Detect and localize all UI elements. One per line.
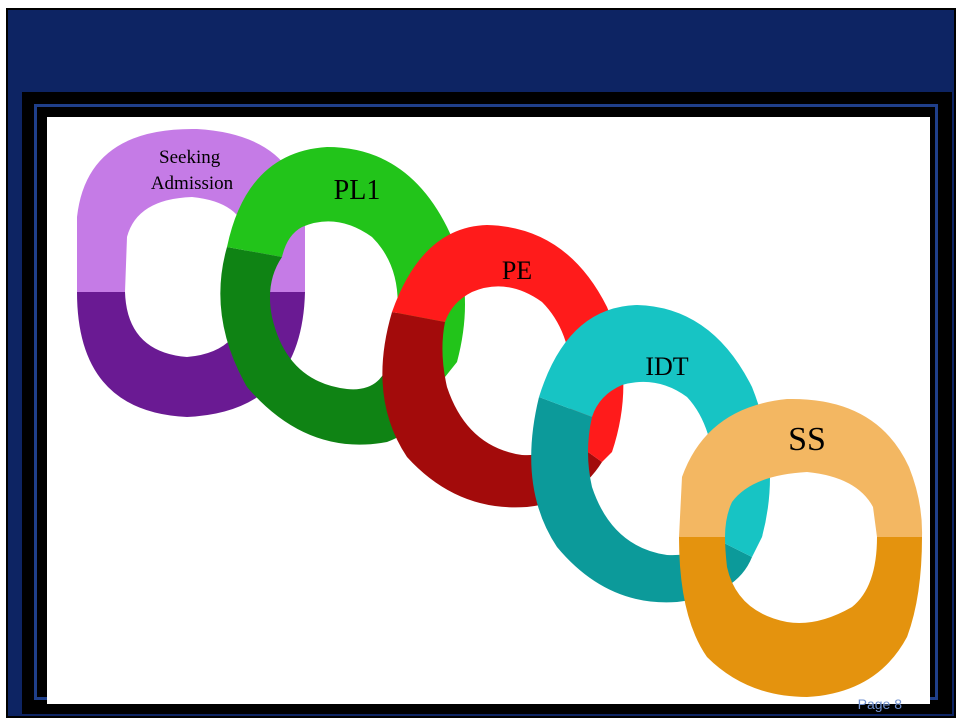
ring-label: PL1 (334, 175, 381, 206)
ring-label-line-1: IDT (645, 352, 688, 381)
content-frame: Seeking Admission PL1 (22, 92, 952, 714)
ring-label-line-1: PL1 (334, 175, 381, 206)
diagram-canvas: Seeking Admission PL1 (47, 117, 930, 704)
ring-front-band (539, 305, 770, 557)
ring-label-line-1: Seeking (159, 147, 221, 168)
ring-label: PE (502, 256, 532, 285)
chain-diagram: Seeking Admission PL1 (77, 128, 923, 697)
page-number: Page 8 (857, 696, 902, 712)
ring-front-band (679, 398, 923, 537)
ring-ss: SS (679, 398, 923, 697)
ring-label-line-1: PE (502, 256, 532, 285)
ring-front-band (392, 225, 624, 462)
ring-back-band (220, 247, 437, 445)
ring-label: Seeking Admission (151, 147, 234, 194)
slide: Seeking Admission PL1 (6, 8, 956, 718)
ring-label: IDT (645, 352, 688, 381)
ring-back-band (679, 537, 922, 697)
ring-label-line-1: SS (788, 421, 826, 458)
ring-label: SS (788, 421, 826, 458)
ring-label-line-2: Admission (151, 173, 234, 194)
title-band (8, 10, 954, 92)
